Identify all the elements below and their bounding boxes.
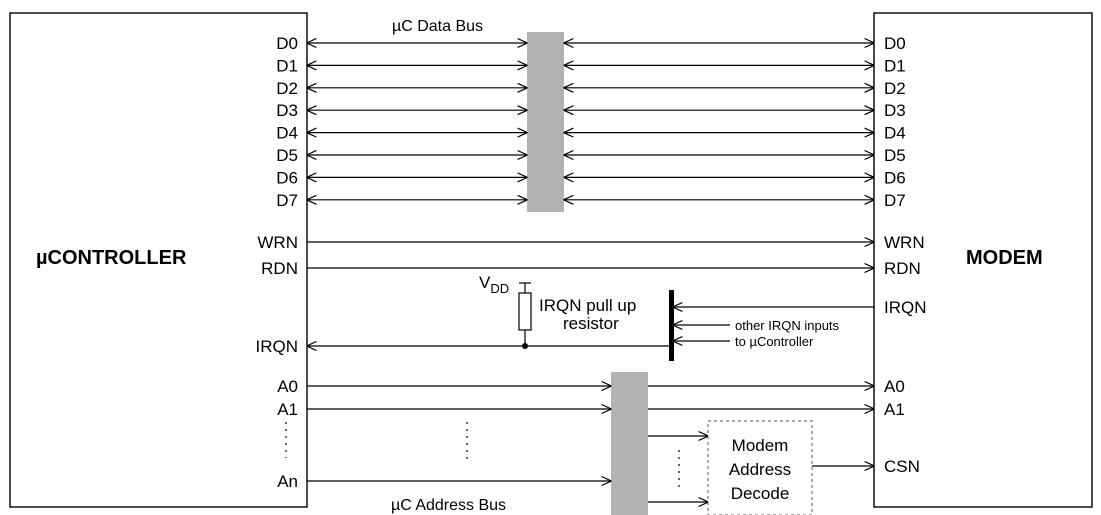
controller-a1-label: A1 (277, 400, 298, 419)
pullup-label-line2: resistor (563, 314, 619, 333)
modem-a0-label: A0 (884, 377, 905, 396)
microcontroller-box (9, 12, 308, 508)
controller-irqn-label: IRQN (256, 337, 299, 356)
controller-wrn-label: WRN (257, 233, 298, 252)
modem-address-decode-box (707, 420, 813, 515)
microcontroller-title: µCONTROLLER (36, 247, 187, 269)
modem-box (873, 12, 1093, 508)
controller-d6-label: D6 (276, 168, 298, 187)
controller-d4-label: D4 (276, 124, 298, 143)
modem-d5-label: D5 (884, 146, 906, 165)
address-bus-label: µC Address Bus (391, 497, 506, 514)
modem-wrn-label: WRN (884, 233, 925, 252)
address-bus-bar (611, 372, 648, 515)
modem-d3-label: D3 (884, 101, 906, 120)
decode-label-line3: Decode (731, 484, 790, 503)
decode-label-line2: Address (729, 460, 791, 479)
controller-d7-label: D7 (276, 191, 298, 210)
controller-d5-label: D5 (276, 146, 298, 165)
modem-d0-label: D0 (884, 34, 906, 53)
controller-an-label: An (277, 472, 298, 491)
modem-d2-label: D2 (884, 79, 906, 98)
other-irqn-label-line2: to µController (735, 334, 814, 349)
data-bus-label: µC Data Bus (392, 18, 483, 35)
controller-d3-label: D3 (276, 101, 298, 120)
modem-d4-label: D4 (884, 124, 906, 143)
controller-rdn-label: RDN (261, 259, 298, 278)
junction-dot (522, 343, 528, 349)
data-lines (307, 43, 874, 200)
irqn-wired-or-bar (669, 290, 674, 361)
decode-label-line1: Modem (732, 436, 789, 455)
modem-rdn-label: RDN (884, 259, 921, 278)
controller-a0-label: A0 (277, 377, 298, 396)
modem-a1-label: A1 (884, 400, 905, 419)
modem-d6-label: D6 (884, 168, 906, 187)
modem-d7-label: D7 (884, 191, 906, 210)
pullup-resistor (518, 292, 532, 331)
modem-title: MODEM (966, 247, 1043, 269)
controller-d1-label: D1 (276, 56, 298, 75)
controller-d2-label: D2 (276, 79, 298, 98)
data-bus-bar (527, 32, 564, 212)
other-irqn-label-line1: other IRQN inputs (735, 318, 840, 333)
controller-d0-label: D0 (276, 34, 298, 53)
modem-irqn-label: IRQN (884, 298, 927, 317)
vdd-label: VDD (479, 273, 509, 296)
modem-d1-label: D1 (884, 56, 906, 75)
pullup-label-line1: IRQN pull up (539, 296, 636, 315)
modem-csn-label: CSN (884, 457, 920, 476)
